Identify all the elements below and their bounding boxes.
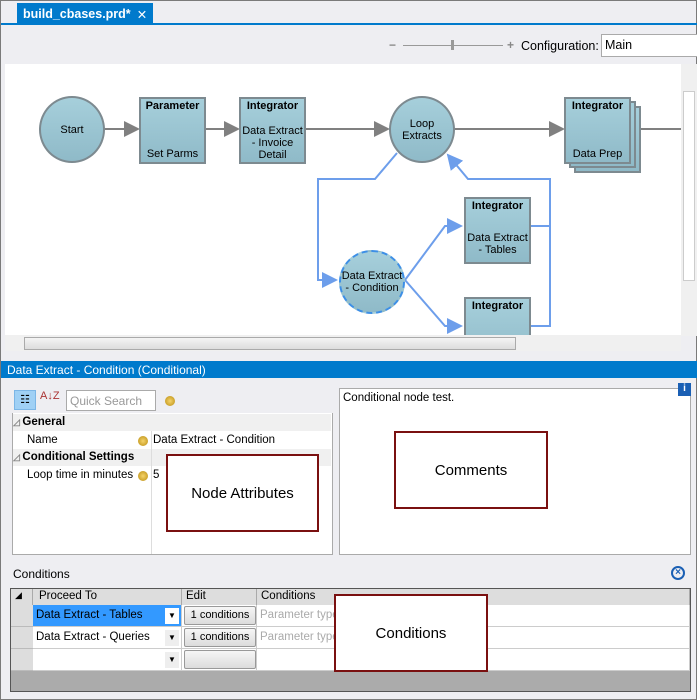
category-label: General (22, 416, 66, 428)
node-condition-selected[interactable]: Data Extract - Condition (339, 250, 405, 314)
diagram-edges (104, 121, 681, 334)
node-integrator-queries[interactable]: Integrator (464, 297, 531, 335)
edge-tables-loop (446, 153, 551, 227)
node-type: Integrator (571, 100, 624, 112)
row-header[interactable] (11, 605, 33, 627)
zoom-slider-thumb[interactable] (451, 40, 454, 50)
info-icon[interactable]: i (678, 383, 691, 396)
column-header-edit[interactable]: Edit (182, 589, 257, 605)
column-header-proceed-to[interactable]: Proceed To (33, 589, 182, 605)
proceed-to-select[interactable]: Data Extract - Tables (33, 605, 182, 627)
dropdown-arrow-icon[interactable]: ▼ (165, 652, 179, 668)
close-icon[interactable]: ✕ (136, 8, 148, 22)
node-type: Parameter (145, 100, 200, 112)
category-general[interactable]: ◿ General (13, 414, 331, 431)
edge-loop-condition (317, 152, 398, 288)
property-value[interactable]: Data Extract - Condition (153, 434, 276, 446)
edit-conditions-button[interactable]: 1 conditions (184, 628, 256, 647)
edge-condition-tables (404, 218, 463, 281)
node-label: Loop Extracts (402, 117, 442, 142)
node-label: Data Extract - Condition (341, 270, 403, 294)
configuration-label: Configuration: (521, 39, 599, 53)
resource-icon (138, 471, 148, 481)
edit-conditions-button[interactable] (184, 650, 256, 669)
select-all-corner[interactable]: ◢ (11, 589, 33, 605)
node-label: Data Prep (572, 148, 623, 160)
close-conditions-icon[interactable]: × (671, 566, 685, 580)
annotation-comments: Comments (394, 431, 548, 509)
property-name: Name (27, 434, 58, 446)
dropdown-arrow-icon[interactable]: ▼ (165, 608, 179, 624)
node-label: Data Extract - Tables (467, 232, 528, 256)
row-header[interactable] (11, 649, 33, 671)
edge-condition-queries (404, 279, 463, 334)
property-value[interactable]: 5 (153, 469, 160, 481)
categorized-view-icon[interactable]: ☷ (14, 390, 36, 410)
document-tab-bar (1, 1, 697, 25)
sort-alphabetical-icon[interactable]: A↓Z (40, 390, 60, 402)
annotation-node-attributes: Node Attributes (166, 454, 319, 532)
tab-title: build_cbases.prd* (23, 7, 131, 21)
resource-icon (138, 436, 148, 446)
panel-title: Data Extract - Condition (Conditional) (1, 361, 697, 378)
annotation-conditions: Conditions (334, 594, 488, 672)
node-integrator-dataprep[interactable]: Integrator Data Prep (564, 97, 631, 164)
zoom-in-button[interactable]: + (507, 38, 515, 52)
horizontal-scroll-thumb[interactable] (24, 337, 516, 350)
conditions-label: Conditions (13, 567, 70, 581)
property-row-loop-time[interactable]: Loop time in minutes 5 (13, 467, 331, 484)
quick-search-input[interactable]: Quick Search (66, 390, 156, 411)
edit-conditions-button[interactable]: 1 conditions (184, 606, 256, 625)
edge-queries-loop (530, 226, 551, 327)
proceed-to-select[interactable]: Data Extract - Queries (33, 627, 182, 649)
node-type: Integrator (246, 100, 299, 112)
node-type: Integrator (471, 200, 524, 212)
configuration-select[interactable]: Main (601, 34, 697, 57)
node-loop-extracts[interactable]: Loop Extracts (389, 96, 455, 163)
proceed-to-select[interactable] (33, 649, 182, 671)
diagram-canvas[interactable]: Start Parameter Set Parms Integrator Dat… (5, 64, 681, 335)
dropdown-arrow-icon[interactable]: ▼ (165, 630, 179, 646)
node-type: Integrator (471, 300, 524, 312)
node-label: Set Parms (146, 148, 199, 160)
node-integrator-tables[interactable]: Integrator Data Extract - Tables (464, 197, 531, 264)
node-parameter[interactable]: Parameter Set Parms (139, 97, 206, 164)
node-label: Data Extract - Invoice Detail (242, 125, 303, 161)
column-divider (151, 431, 152, 554)
resource-icon (165, 396, 175, 406)
row-header[interactable] (11, 627, 33, 649)
property-row-name[interactable]: Name Data Extract - Condition (13, 432, 331, 449)
document-tab[interactable]: build_cbases.prd* ✕ (17, 3, 154, 25)
property-name: Loop time in minutes (27, 469, 134, 481)
zoom-out-button[interactable]: − (389, 38, 397, 52)
node-label: Start (60, 123, 84, 136)
node-integrator-invoice[interactable]: Integrator Data Extract - Invoice Detail (239, 97, 306, 164)
category-label: Conditional Settings (22, 451, 135, 463)
vertical-scroll-thumb[interactable] (683, 91, 695, 281)
node-start[interactable]: Start (39, 96, 105, 163)
